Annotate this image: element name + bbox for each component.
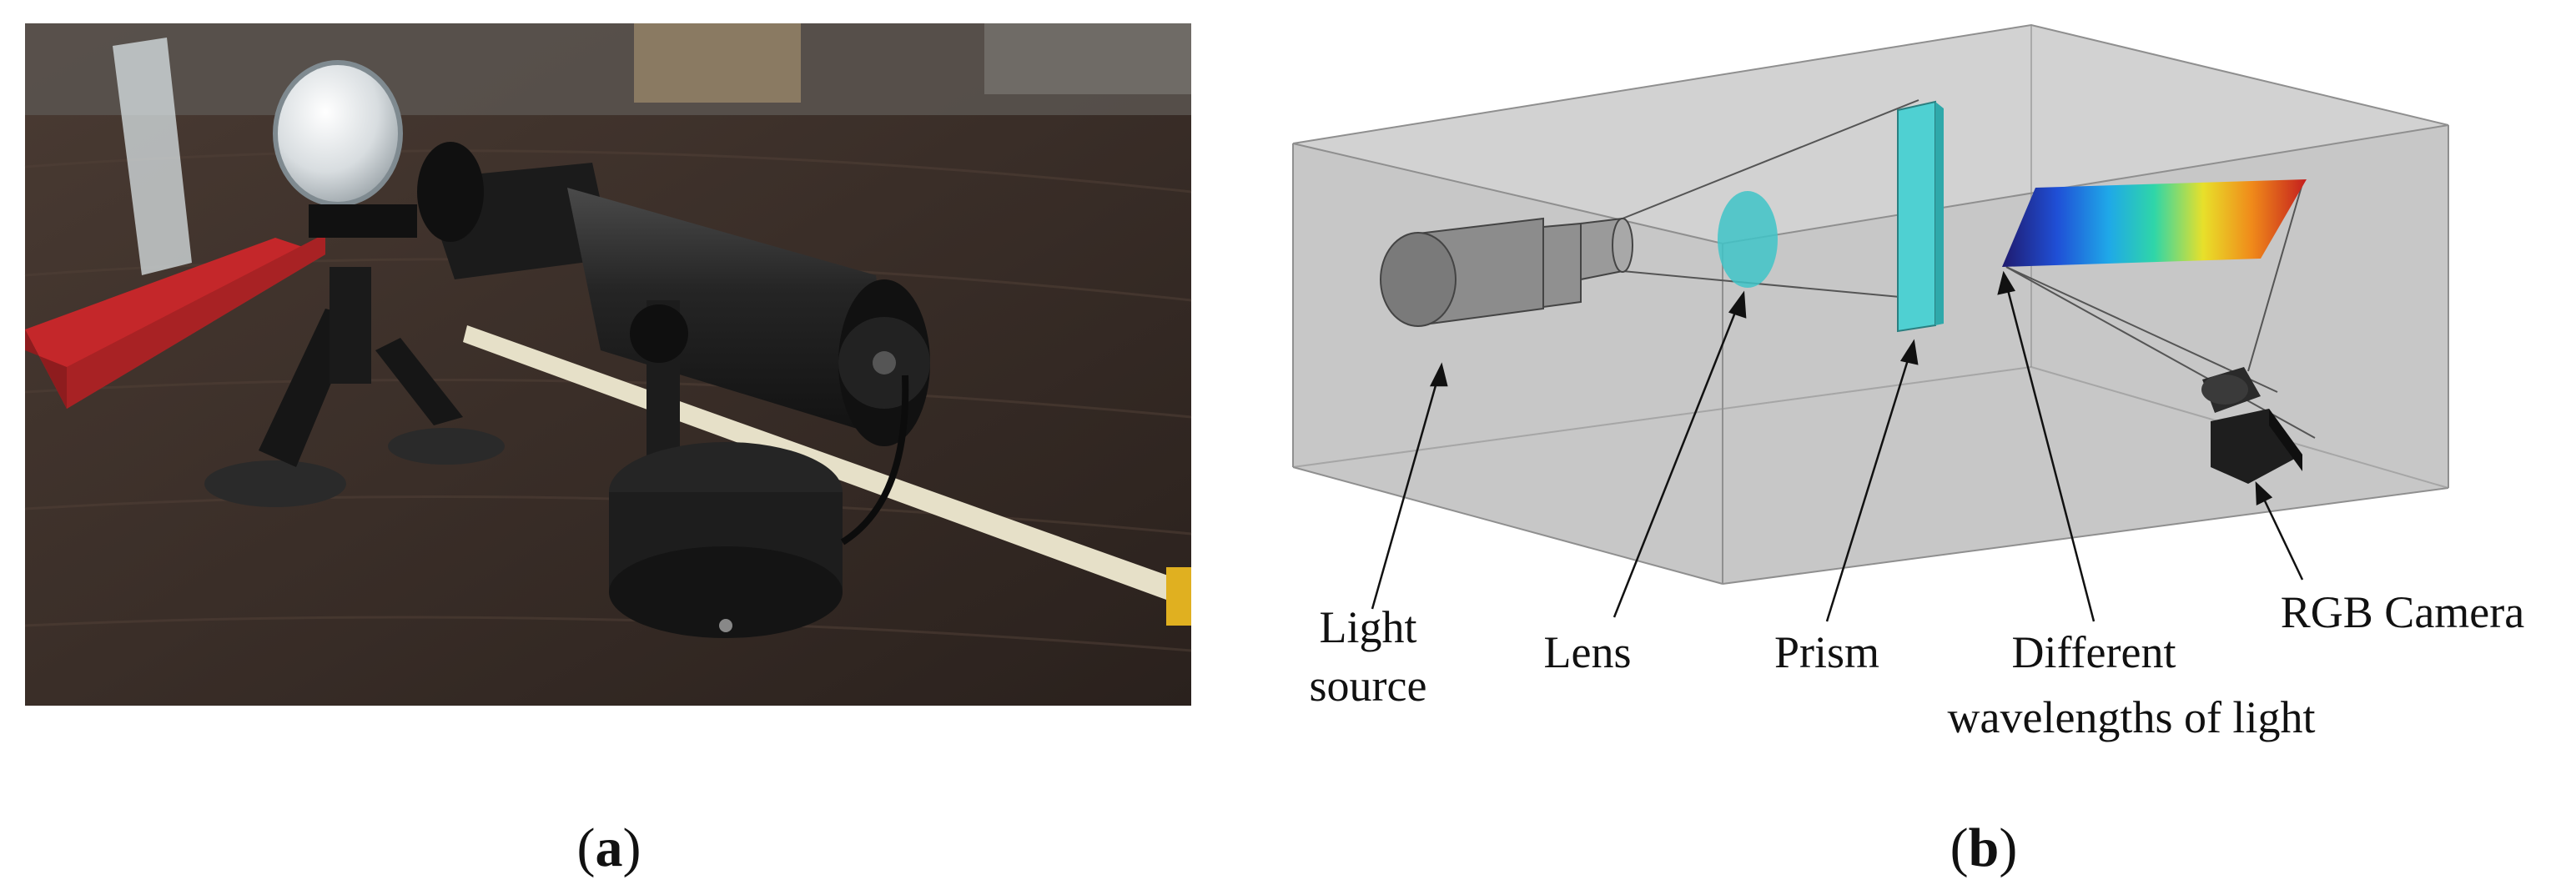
prism-icon [113, 38, 192, 275]
label-wavelengths-line2: wavelengths of light [1948, 692, 2316, 742]
prism-icon [1897, 100, 1944, 333]
label-rgb-camera: RGB Camera [2281, 587, 2524, 637]
panel-b-schematic: Light source Lens Prism Different wavele… [1292, 23, 2524, 742]
lens-icon [273, 60, 417, 238]
label-lens: Lens [1544, 627, 1632, 677]
flashlight-icon [417, 142, 930, 500]
flashlight-icon [1380, 217, 1633, 327]
label-wavelengths-line1: Different [2012, 627, 2176, 677]
lens-icon [1718, 191, 1778, 288]
panel-label-b: (b) [1950, 817, 2018, 878]
suction-mount [204, 267, 505, 507]
label-light-source-line1: Light [1320, 602, 1417, 652]
panel-a-photo [24, 23, 1192, 706]
panel-label-a: (a) [577, 817, 641, 878]
lamp-base [609, 375, 909, 638]
label-prism: Prism [1774, 627, 1879, 677]
prism-on-red-box [25, 38, 325, 409]
camera-icon [2201, 367, 2302, 484]
spectrum-band [2002, 179, 2307, 267]
label-light-source-line2: source [1310, 661, 1427, 711]
